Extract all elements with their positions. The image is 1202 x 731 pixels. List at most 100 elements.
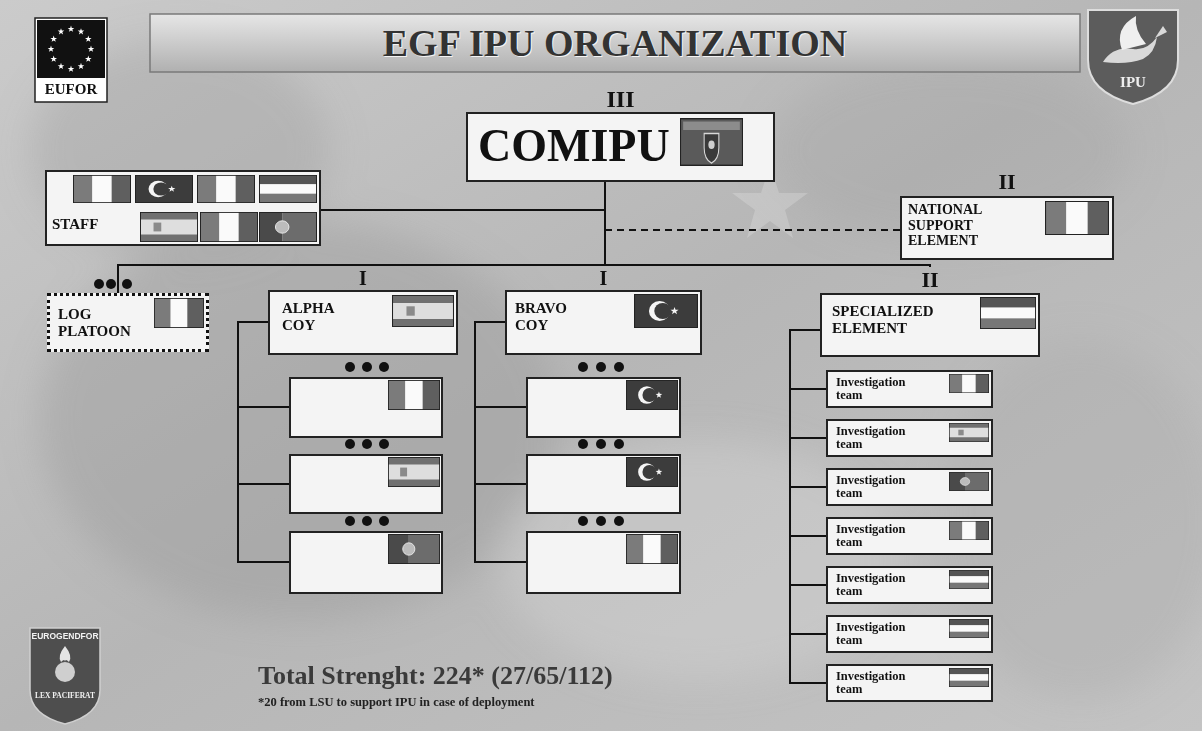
- star: [68, 26, 75, 32]
- unit-box: [290, 378, 442, 437]
- flag-image: [949, 423, 989, 442]
- echelon-mark: II: [820, 267, 1040, 293]
- unit-name: NATIONAL SUPPORT ELEMENT: [908, 202, 1036, 249]
- log-platoon-rank: [94, 279, 132, 289]
- connector: [605, 182, 930, 267]
- unit-box: [290, 532, 442, 593]
- box-text-holder: COMIPU: [478, 121, 670, 172]
- box-outline: LOG PLATOON: [47, 293, 209, 352]
- log-platoon-box: LOG PLATOON: [47, 293, 209, 352]
- flag: [980, 297, 1036, 329]
- flag: [73, 175, 131, 203]
- rank-dot: [379, 362, 389, 372]
- echelon-mark: II: [900, 168, 1114, 196]
- box-text-holder: NATIONAL SUPPORT ELEMENT: [908, 202, 1036, 249]
- star: [58, 28, 65, 34]
- investigation-team-box: Investigation team: [826, 419, 993, 457]
- staff-box: STAFF: [45, 170, 321, 246]
- rank-dot: [596, 362, 606, 372]
- rank-dot: [578, 439, 588, 449]
- box-outline: SPECIALIZED ELEMENT: [820, 293, 1040, 357]
- rank-dot: [345, 439, 355, 449]
- investigation-team-box: Investigation team: [826, 664, 993, 702]
- box-outline: Investigation team: [826, 419, 993, 457]
- box-outline: Investigation team: [826, 468, 993, 506]
- unit-name: BRAVO COY: [515, 300, 590, 334]
- flag: [949, 423, 989, 442]
- flag: [626, 534, 678, 564]
- flag-image: [949, 374, 989, 393]
- rank-dot: [345, 516, 355, 526]
- logo-frame: [35, 18, 107, 102]
- bracket-line: [475, 322, 527, 563]
- flag-image: [1045, 201, 1109, 235]
- unit-box: [527, 378, 680, 437]
- rank-dot: [379, 516, 389, 526]
- flag-image: [949, 668, 989, 687]
- unit-name: Investigation team: [836, 425, 932, 450]
- investigation-team-box: Investigation team: [826, 566, 993, 604]
- flag-image: [135, 175, 193, 203]
- rank-dot: [122, 279, 132, 289]
- rank-dot: [578, 362, 588, 372]
- unit-name: Investigation team: [836, 474, 932, 499]
- investigation-team-box: Investigation team: [826, 370, 993, 408]
- shield: [1088, 10, 1178, 104]
- echelon-mark: I: [505, 266, 702, 290]
- flag: [949, 374, 989, 393]
- flag-image: [259, 175, 317, 203]
- box-outline: ALPHA COY: [268, 290, 458, 355]
- flag: [259, 212, 317, 242]
- connector: [321, 182, 605, 210]
- box-text-holder: SPECIALIZED ELEMENT: [832, 303, 972, 337]
- flag: [949, 668, 989, 687]
- flag: [388, 457, 440, 487]
- support-element-box: II NATIONAL SUPPORT ELEMENT: [900, 168, 1114, 260]
- flag: [949, 619, 989, 638]
- grenade-flame: [60, 646, 71, 662]
- flag: [259, 175, 317, 203]
- pegasus-head: [1155, 26, 1167, 38]
- connector: [790, 330, 826, 536]
- unit-box: [527, 455, 680, 513]
- flag-image: [140, 212, 198, 242]
- star: [58, 63, 65, 69]
- rank-dot: [362, 362, 372, 372]
- box-text-holder: BRAVO COY: [515, 300, 590, 334]
- flag-image: [980, 297, 1036, 329]
- box-text-holder: Investigation team: [836, 621, 932, 646]
- unit-box: [527, 532, 680, 593]
- box-outline: NATIONAL SUPPORT ELEMENT: [900, 196, 1114, 260]
- bracket-line: [238, 322, 290, 563]
- company-box: I BRAVO COY: [505, 266, 702, 355]
- star: [85, 36, 92, 42]
- flag: [140, 212, 198, 242]
- connector: [790, 330, 826, 683]
- flag: [626, 457, 678, 487]
- connector: [790, 330, 826, 634]
- unit-name: STAFF: [52, 216, 98, 233]
- company-box: IALPHA COY: [268, 266, 458, 355]
- box-outline: BRAVO COY: [505, 290, 702, 355]
- connector: [790, 330, 826, 585]
- flag-image: [259, 212, 317, 242]
- box-text-holder: LOG PLATOON: [58, 306, 150, 340]
- box-outline: STAFF: [45, 170, 321, 246]
- box-outline: Investigation team: [826, 664, 993, 702]
- flag-image: [949, 570, 989, 589]
- logo-text: EUROGENDFOR: [30, 632, 100, 642]
- unit-name: Investigation team: [836, 572, 932, 597]
- flag: [388, 380, 440, 410]
- flag: [949, 472, 989, 491]
- unit-box: [290, 455, 442, 513]
- echelon-mark: I: [268, 266, 458, 290]
- flag-image: [634, 294, 698, 328]
- flag: [680, 118, 743, 166]
- rank-dot: [596, 439, 606, 449]
- box-text-holder: Investigation team: [836, 670, 932, 695]
- star: [68, 66, 75, 72]
- flag-image: [680, 118, 743, 166]
- box-outline: COMIPU: [466, 112, 775, 182]
